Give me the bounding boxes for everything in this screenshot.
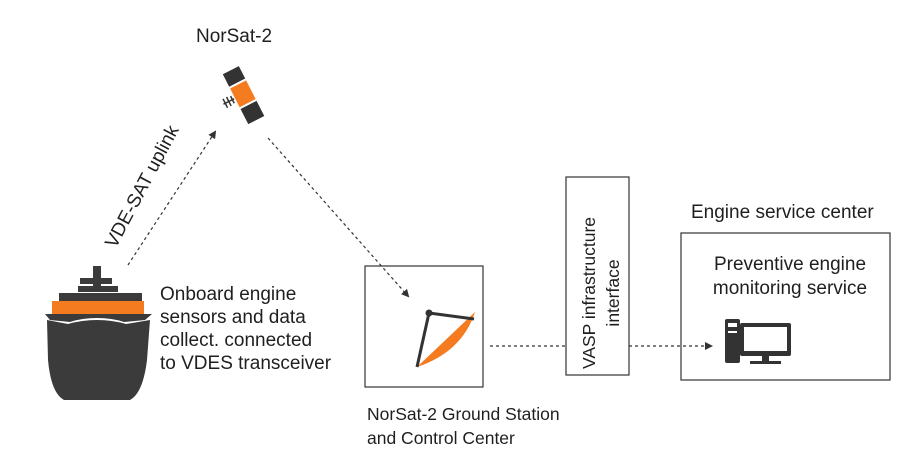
service-label-line: monitoring service bbox=[712, 278, 868, 299]
uplink-arrow bbox=[127, 130, 217, 266]
ground-station-label-line: NorSat-2 Ground Station bbox=[367, 404, 560, 424]
ship-icon bbox=[45, 266, 152, 400]
computer-icon bbox=[725, 319, 791, 364]
ground-station-box bbox=[364, 265, 484, 388]
ship-text-line: collect. connected bbox=[160, 330, 313, 351]
vasp-box bbox=[565, 176, 630, 376]
engine-service-box bbox=[680, 232, 891, 381]
satellite-title: NorSat-2 bbox=[196, 26, 273, 47]
ship-text-line: sensors and data bbox=[160, 307, 306, 328]
engine-service-description: Preventive engine monitoring service bbox=[690, 253, 890, 301]
vasp-label: VASP infrastructure interface bbox=[577, 203, 627, 383]
satellite-dish-icon bbox=[415, 309, 475, 368]
ship-text-line: to VDES transceiver bbox=[160, 353, 332, 374]
ship-text-line: Onboard engine bbox=[160, 284, 297, 305]
vasp-label-line: VASP infrastructure bbox=[579, 216, 599, 370]
satellite-icon bbox=[222, 66, 265, 125]
ship-description: Onboard engine sensors and data collect.… bbox=[160, 283, 331, 375]
ground-station-label-line: and Control Center bbox=[367, 428, 515, 448]
ground-station-label: NorSat-2 Ground Station and Control Cent… bbox=[367, 402, 560, 450]
vasp-label-line: interface bbox=[603, 259, 623, 327]
engine-service-title: Engine service center bbox=[691, 202, 874, 223]
service-label-line: Preventive engine bbox=[713, 254, 867, 275]
downlink-arrow bbox=[267, 137, 410, 298]
